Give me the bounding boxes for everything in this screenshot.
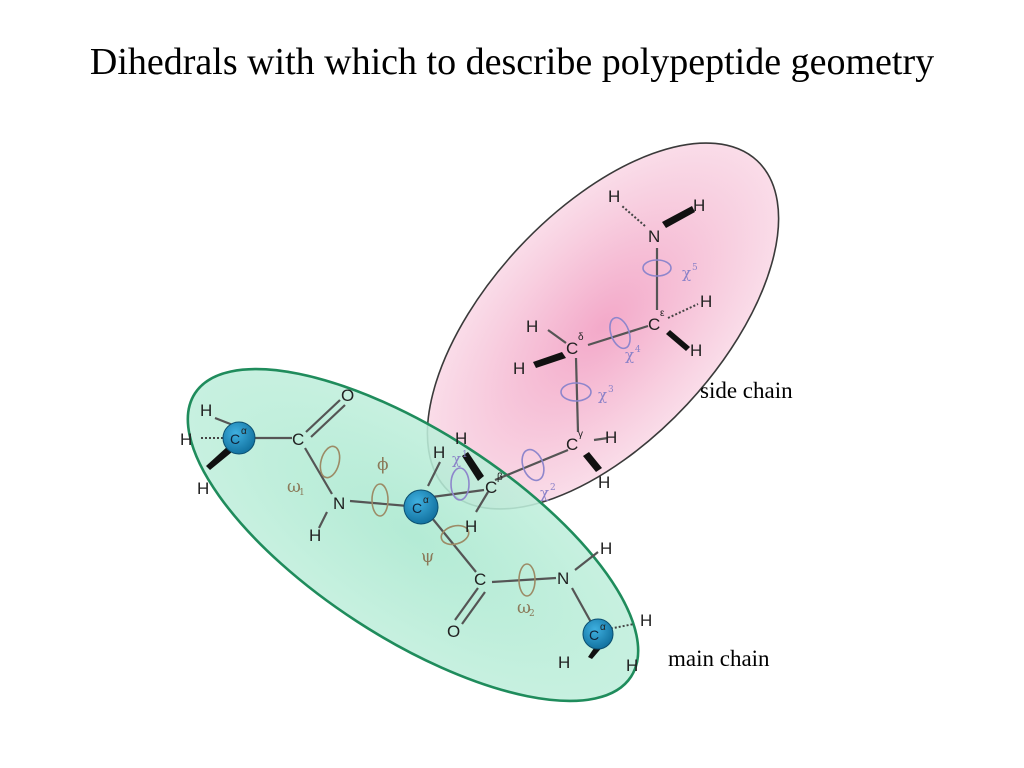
svg-text:H: H <box>309 526 321 545</box>
svg-text:β: β <box>497 472 503 483</box>
side-chain-dihedrals: χ 1 χ 2 χ 3 χ 4 χ 5 <box>452 263 698 502</box>
svg-text:ε: ε <box>660 308 665 319</box>
svg-text:χ: χ <box>625 346 634 364</box>
svg-text:H: H <box>455 429 467 448</box>
svg-text:4: 4 <box>635 345 641 355</box>
side-chain-atom-labels: C β H H C γ H H C δ H H C ε H H N H H <box>455 187 712 536</box>
svg-text:C: C <box>566 435 578 454</box>
svg-text:ω: ω <box>517 598 531 618</box>
svg-text:χ: χ <box>540 484 549 502</box>
svg-text:χ: χ <box>598 386 607 404</box>
svg-text:ϕ: ϕ <box>377 455 389 475</box>
svg-text:H: H <box>600 539 612 558</box>
svg-text:δ: δ <box>578 332 584 343</box>
side-chain-label: side chain <box>700 378 793 403</box>
main-chain-label: main chain <box>668 646 770 671</box>
svg-text:α: α <box>241 426 247 437</box>
svg-text:α: α <box>423 495 429 506</box>
svg-text:C: C <box>230 431 240 447</box>
svg-text:3: 3 <box>608 385 614 395</box>
svg-text:1: 1 <box>462 450 468 460</box>
svg-text:H: H <box>693 196 705 215</box>
calpha-atom-2: C α <box>403 489 439 525</box>
svg-text:H: H <box>200 401 212 420</box>
svg-text:H: H <box>197 479 209 498</box>
svg-text:H: H <box>690 341 702 360</box>
svg-text:C: C <box>412 500 422 516</box>
svg-text:C: C <box>474 570 486 589</box>
svg-text:H: H <box>526 317 538 336</box>
side-chain-bonds <box>475 205 699 513</box>
svg-text:ψ: ψ <box>421 547 434 567</box>
calpha-atom-1: C α <box>222 421 256 455</box>
svg-text:2: 2 <box>550 483 556 493</box>
main-chain-atom-labels: H H H C O N H C O N H H H H H <box>180 386 652 675</box>
side-chain-rotations <box>450 259 672 501</box>
svg-text:χ: χ <box>452 450 461 468</box>
svg-text:H: H <box>605 428 617 447</box>
svg-text:C: C <box>566 339 578 358</box>
svg-text:H: H <box>626 656 638 675</box>
svg-text:O: O <box>341 386 354 405</box>
svg-text:2: 2 <box>529 609 535 619</box>
svg-text:N: N <box>557 569 569 588</box>
svg-text:α: α <box>600 622 606 633</box>
svg-text:γ: γ <box>578 429 583 440</box>
svg-text:ω: ω <box>287 477 301 497</box>
svg-text:C: C <box>485 478 497 497</box>
slide-title: Dihedrals with which to describe polypep… <box>89 41 935 83</box>
svg-text:C: C <box>292 430 304 449</box>
calpha-atom-3: C α <box>582 618 614 650</box>
main-chain-dihedrals: ω 1 ϕ ψ ω 2 <box>287 455 535 619</box>
svg-text:H: H <box>608 187 620 206</box>
svg-text:H: H <box>465 517 477 536</box>
svg-text:O: O <box>447 622 460 641</box>
svg-text:C: C <box>589 627 599 643</box>
main-chain-region <box>186 367 640 703</box>
svg-text:H: H <box>700 292 712 311</box>
svg-text:H: H <box>558 653 570 672</box>
svg-text:H: H <box>433 443 445 462</box>
svg-text:N: N <box>333 494 345 513</box>
svg-text:χ: χ <box>682 264 691 282</box>
svg-text:5: 5 <box>692 263 698 273</box>
main-chain-rotations <box>319 445 536 597</box>
svg-text:H: H <box>513 359 525 378</box>
svg-text:H: H <box>180 430 192 449</box>
svg-text:H: H <box>640 611 652 630</box>
side-chain-wedges <box>462 206 695 481</box>
svg-text:N: N <box>648 227 660 246</box>
svg-text:H: H <box>598 473 610 492</box>
svg-text:C: C <box>648 315 660 334</box>
svg-text:1: 1 <box>299 488 305 498</box>
